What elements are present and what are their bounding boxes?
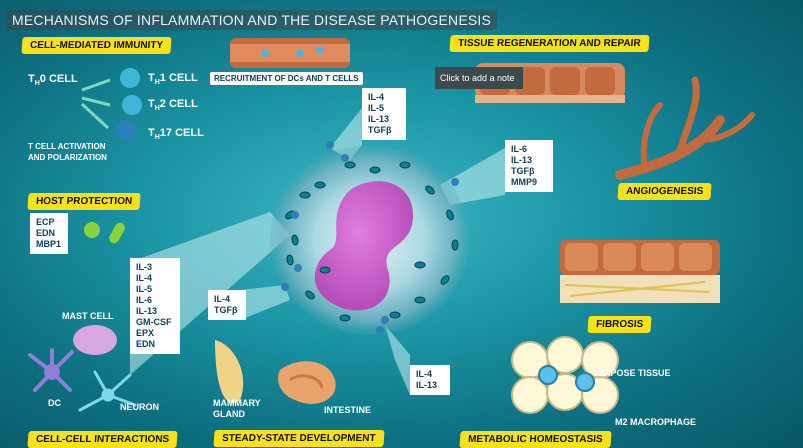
adipose-label: ADIPOSE TISSUE: [595, 368, 671, 378]
dc-shape: [30, 350, 72, 390]
section-steady-state: STEADY-STATE DEVELOPMENT: [213, 430, 384, 447]
mid-cytokine-wedge: [240, 285, 290, 320]
blood-vessel-illustration: [230, 38, 350, 68]
section-fibrosis: FIBROSIS: [587, 316, 651, 333]
mast-cell-shape: [73, 325, 117, 355]
recruitment-label: RECRUITMENT OF DCs AND T CELLS: [210, 72, 363, 85]
section-tissue-regen: TISSUE REGENERATION AND REPAIR: [449, 35, 649, 52]
section-cell-mediated: CELL-MEDIATED IMMUNITY: [21, 37, 171, 54]
page-title: MECHANISMS OF INFLAMMATION AND THE DISEA…: [6, 10, 497, 30]
section-angiogenesis: ANGIOGENESIS: [617, 183, 711, 200]
angiogenesis-illustration: [620, 80, 752, 175]
pathogen-icons: [84, 221, 127, 245]
mammary-gland-shape: [215, 340, 243, 403]
section-host-protection: HOST PROTECTION: [27, 193, 140, 210]
t-cell-illustrations: [82, 68, 142, 140]
section-metabolic: METABOLIC HOMEOSTASIS: [459, 431, 611, 448]
neuron-label: NEURON: [120, 402, 159, 412]
add-note-button[interactable]: Click to add a note: [435, 67, 523, 89]
mast-cell-label: MAST CELL: [62, 311, 114, 321]
section-cell-cell: CELL-CELL INTERACTIONS: [27, 431, 177, 448]
dc-label: DC: [48, 398, 61, 408]
intestine-shape: [278, 361, 336, 404]
bottom-cytokine-wedge: [385, 325, 410, 395]
eosinophil-cell: [270, 141, 470, 335]
m2-macrophage-label: M2 MACROPHAGE: [615, 417, 696, 427]
th0-label: TH0 CELL: [28, 73, 78, 87]
th1-label: TH1 CELL: [148, 72, 198, 86]
fibrosis-illustration: [560, 240, 720, 303]
intestine-label: INTESTINE: [324, 405, 371, 415]
th17-label: TH17 CELL: [148, 127, 204, 141]
th2-label: TH2 CELL: [148, 98, 198, 112]
